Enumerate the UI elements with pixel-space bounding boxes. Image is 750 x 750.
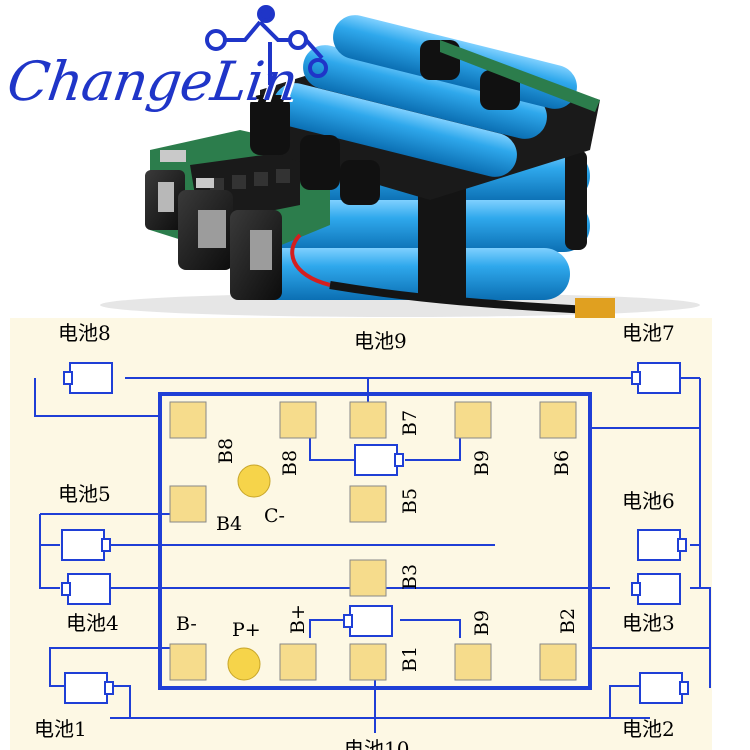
pad-label-b6: B6: [551, 450, 573, 476]
label-battery-7: 电池7: [622, 321, 675, 345]
logo-circuit-icon: [205, 5, 328, 85]
pad-label-cminus: C-: [264, 505, 285, 527]
pad-label-b9-top: B9: [471, 450, 493, 476]
label-battery-2: 电池2: [622, 717, 675, 741]
black-wire: [329, 281, 591, 314]
pad-label-b5: B5: [399, 488, 421, 514]
label-battery-4: 电池4: [66, 611, 119, 635]
pplus-pad: [227, 647, 261, 681]
xt-connector: [575, 298, 615, 318]
label-battery-5: 电池5: [58, 482, 111, 506]
solder-pads: [169, 401, 577, 681]
pad-label-b4: B4: [216, 513, 242, 535]
label-battery-9: 电池9: [354, 329, 407, 353]
pad-label-bminus: B-: [176, 613, 197, 635]
front-cell-ends: [145, 170, 282, 300]
pad-label-b8-right: B8: [279, 450, 301, 476]
pad-label-pplus: P+: [232, 619, 261, 641]
top-cells: [250, 15, 600, 205]
pad-label-b1: B1: [399, 646, 421, 672]
label-battery-1: 电池1: [34, 717, 87, 741]
label-battery-10: 电池10: [344, 737, 409, 750]
battery-symbols: [61, 362, 689, 704]
pad-label-b2: B2: [557, 608, 579, 634]
pad-label-bplus: B+: [287, 604, 309, 634]
pad-label-b3: B3: [399, 564, 421, 590]
pad-label-b7: B7: [399, 410, 421, 436]
battery-pack-photo: [0, 0, 750, 318]
label-battery-3: 电池3: [622, 611, 675, 635]
pad-label-b8-left: B8: [215, 438, 237, 464]
cminus-pad: [237, 464, 271, 498]
label-battery-6: 电池6: [622, 489, 675, 513]
label-battery-8: 电池8: [58, 321, 111, 345]
pad-label-b9-bottom: B9: [471, 610, 493, 636]
red-wire: [290, 233, 331, 287]
wiring-diagram: 电池8 电池9 电池7 电池5 电池6 电池4 电池3 电池1 电池2 电池10…: [10, 318, 712, 750]
